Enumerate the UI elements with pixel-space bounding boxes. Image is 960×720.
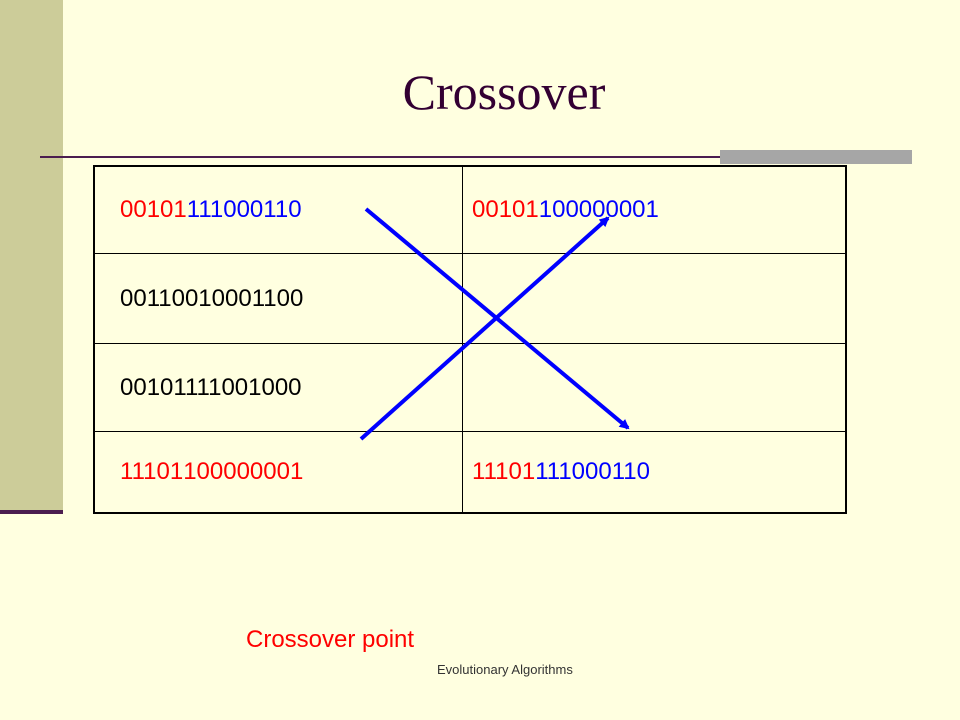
title-accent-bar: [720, 150, 912, 164]
gene-tail: 111000110: [186, 196, 302, 223]
table-row-divider: [93, 253, 847, 254]
table-row-divider: [93, 431, 847, 432]
chromosome-text: 00110010001100: [120, 284, 304, 312]
gene-head: 11101: [120, 458, 184, 485]
gene-tail: 111000110: [535, 458, 650, 485]
title-rule: [40, 156, 910, 158]
arrow-up-right: [359, 216, 610, 441]
table-cell-r3-left: 00101111001000: [111, 344, 461, 431]
slide-title: Crossover: [402, 64, 606, 120]
table-cell-r2-left: 00110010001100: [111, 254, 461, 343]
left-bar-underline: [0, 510, 63, 514]
slide-footer: Evolutionary Algorithms: [437, 662, 573, 677]
table-column-divider: [462, 165, 463, 514]
gene-head: 11101: [472, 458, 536, 485]
gene-head: 00101: [120, 196, 187, 223]
left-decorative-bar: [0, 0, 63, 512]
gene-head: 00101: [472, 196, 539, 223]
crossover-point-label: Crossover point: [246, 626, 415, 653]
chromosome-text: 00101111001000: [120, 373, 302, 401]
gene-tail: 100000001: [183, 458, 304, 485]
